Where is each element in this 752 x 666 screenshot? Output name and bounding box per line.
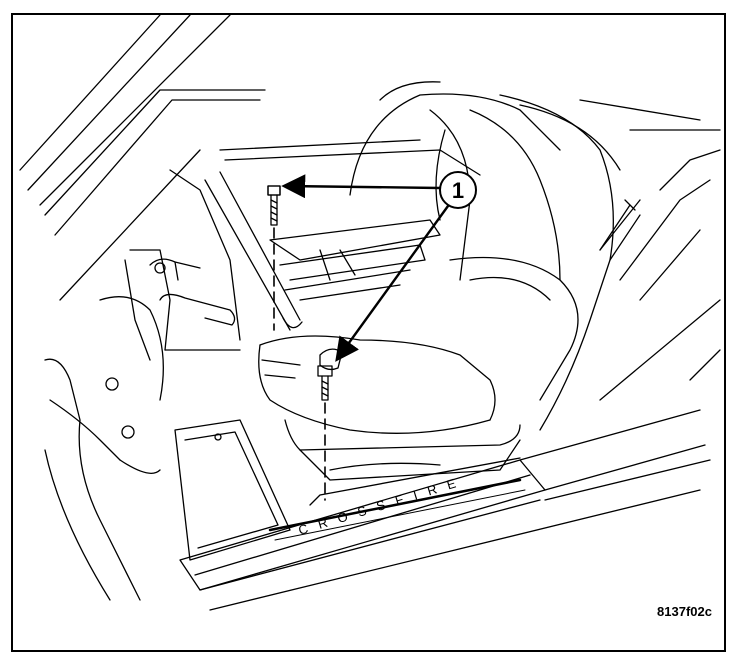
door-pull xyxy=(599,199,641,261)
dashboard xyxy=(124,169,241,361)
floor-mat xyxy=(174,419,291,561)
seat-cushion xyxy=(258,335,521,481)
callout-arrows xyxy=(281,174,450,362)
figure-code: 8137f02c xyxy=(657,604,712,619)
bolt-front xyxy=(317,348,343,501)
seat-belt xyxy=(204,171,303,331)
sill-plate-lettering: CROSSFIRE xyxy=(296,472,468,537)
callout-1 xyxy=(439,171,477,209)
door-rocker xyxy=(199,99,721,611)
seat-back xyxy=(349,81,641,431)
bolt-rear xyxy=(267,185,281,331)
kick-panel xyxy=(44,296,164,601)
